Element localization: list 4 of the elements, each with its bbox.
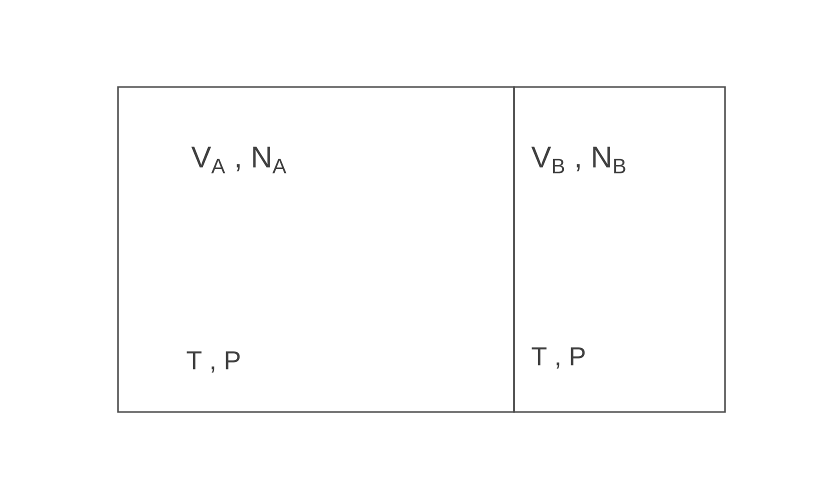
variable-label: T , P xyxy=(532,347,585,369)
variable-label: T , P xyxy=(186,351,240,373)
variable-label: V$_{A}$ , N$_{A}$ xyxy=(191,146,286,174)
variable-label: V$_{B}$ , N$_{B}$ xyxy=(531,146,626,174)
